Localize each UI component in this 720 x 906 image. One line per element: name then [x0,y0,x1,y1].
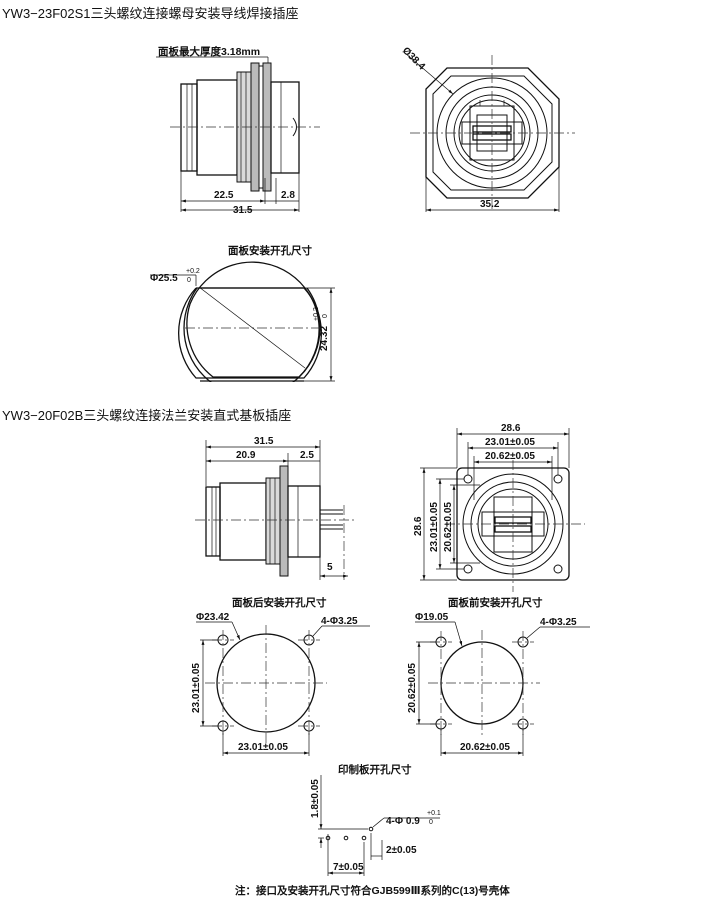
dim2-20-62-v: 20.62±0.05 [443,502,454,552]
dim-22-5: 22.5 [214,190,234,201]
dim2-20-9: 20.9 [236,450,256,461]
rear-v: 23.01±0.05 [191,663,202,713]
connector2-side-view: 31.5 20.9 2.5 5 [195,436,355,580]
rear-diam: Φ23.42 [196,612,230,623]
section1-title: YW3−23F02S1三头螺纹连接螺母安装导线焊接插座 [2,6,299,21]
pcb-2: 2±0.05 [386,845,417,856]
cutout1-flat: 24.32 [319,326,330,351]
dim-31-5: 31.5 [233,205,253,216]
panel-thickness-label: 面板最大厚度3.18mm [158,46,261,58]
front-cutout-title: 面板前安装开孔尺寸 [448,597,543,609]
rear-cutout-title: 面板后安装开孔尺寸 [232,597,327,609]
dim-35-2: 35.2 [480,199,500,210]
cutout1-flat-tol-lower: 0 [322,314,329,318]
front-v: 20.62±0.05 [407,663,418,713]
dim2-2-5: 2.5 [300,450,314,461]
cutout1-flat-tol-upper: +0.2 [313,307,320,321]
pcb-7: 7±0.05 [333,862,364,873]
pcb-holes: 4-Φ 0.9 [386,816,420,827]
dim-2-8: 2.8 [281,190,295,201]
dim2-31-5: 31.5 [254,436,274,447]
dim2-28-6-h: 28.6 [501,423,521,434]
pcb-1-8: 1.8±0.05 [310,779,321,818]
cutout1-diam: Φ25.5 [150,273,178,284]
connector1-side-view: 22.5 2.8 31.5 [156,56,320,216]
cutout1-diam-tol-lower: 0 [187,277,191,284]
front-diam: Φ19.05 [415,612,449,623]
dim2-20-62-h: 20.62±0.05 [485,451,535,462]
rear-holes: 4-Φ3.25 [321,616,358,627]
connector2-front-view: 28.6 23.01±0.05 20.62±0.05 28.6 23.01±0.… [413,423,585,592]
rear-panel-cutout: Φ23.42 4-Φ3.25 23.01±0.05 23.01±0.05 [191,612,370,756]
front-panel-cutout: Φ19.05 4-Φ3.25 20.62±0.05 20.62±0.05 [407,612,590,756]
cutout1-title: 面板安装开孔尺寸 [228,245,312,257]
footnote: 注：接口及安装开孔尺寸符合GJB599Ⅲ系列的C(13)号壳体 [235,885,510,897]
dim2-23-01-v: 23.01±0.05 [429,502,440,552]
front-h: 20.62±0.05 [460,742,510,753]
dim2-5: 5 [327,562,333,573]
pcb-holes-tol-upper: +0.1 [427,810,441,817]
pcb-holes-tol-lower: 0 [429,819,433,826]
pcb-cutout: 1.8±0.05 4-Φ 0.9 +0.1 0 7±0.05 2±0.05 [310,775,441,876]
rear-h: 23.01±0.05 [238,742,288,753]
front-holes: 4-Φ3.25 [540,617,577,628]
pcb-cutout-title: 印制板开孔尺寸 [338,764,412,776]
cutout1-diam-tol-upper: +0.2 [186,268,200,275]
dim2-28-6-v: 28.6 [413,516,424,536]
connector1-front-view: Ø38.4 35.2 [400,45,575,212]
section2-title: YW3−20F02B三头螺纹连接法兰安装直式基板插座 [2,408,292,423]
panel-cutout-1: Φ25.5 +0.2 0 24.32 +0.2 0 [150,261,335,382]
dim2-23-01-h: 23.01±0.05 [485,437,535,448]
